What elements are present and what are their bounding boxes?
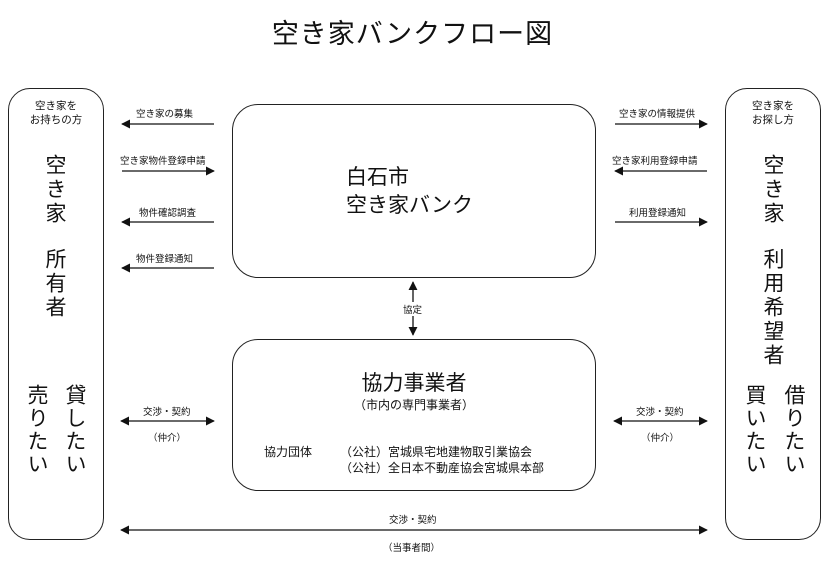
label-register-notice: 物件登録通知	[136, 254, 194, 265]
partner-title: 協力事業者	[361, 371, 467, 395]
partner-subtitle: （市内の専門事業者）	[353, 398, 474, 412]
label-recruit: 空き家の募集	[136, 109, 194, 120]
label-bottom-deal: 交渉・契約	[389, 515, 437, 526]
label-use-notice: 利用登録通知	[629, 208, 687, 219]
label-info-provide: 空き家の情報提供	[619, 109, 696, 120]
label-use-request: 空き家利用登録申請	[612, 156, 698, 167]
seeker-role: 空き家	[761, 154, 785, 226]
label-left-deal-sub: （仲介）	[148, 433, 187, 444]
label-left-deal: 交渉・契約	[143, 407, 191, 418]
label-right-deal: 交渉・契約	[636, 407, 684, 418]
diagram-title: 空き家バンクフロー図	[271, 19, 554, 50]
seeker-role2: 利用希望者	[761, 248, 785, 368]
label-agreement: 協定	[403, 302, 423, 316]
owner-role: 空き家	[43, 154, 67, 226]
seeker-box	[725, 88, 821, 540]
partner-group-1: （公社）宮城県宅地建物取引業協会	[340, 445, 533, 459]
label-property-survey: 物件確認調査	[139, 208, 197, 219]
owner-box	[8, 88, 104, 540]
label-bottom-deal-sub: （当事者間）	[383, 543, 441, 554]
partner-group-2: （公社）全日本不動産協会宮城県本部	[340, 461, 545, 475]
seeker-wish-rent: 借りたい	[782, 384, 806, 476]
owner-wish-sell: 売りたい	[25, 384, 49, 476]
label-register-request: 空き家物件登録申請	[120, 156, 206, 167]
owner-header: 空き家を お持ちの方	[29, 100, 83, 126]
akiya-bank-box	[232, 104, 596, 278]
partner-groups-label: 協力団体	[264, 445, 313, 459]
label-right-deal-sub: （仲介）	[641, 433, 680, 444]
bank-name-line2: 空き家バンク	[346, 193, 474, 217]
owner-wish-lend: 貸したい	[63, 384, 87, 476]
seeker-header: 空き家を お探し方	[752, 100, 794, 126]
partner-box	[232, 339, 596, 491]
bank-name-line1: 白石市	[346, 165, 409, 189]
seeker-wish-buy: 買いたい	[743, 384, 767, 476]
owner-role2: 所有者	[43, 248, 67, 320]
